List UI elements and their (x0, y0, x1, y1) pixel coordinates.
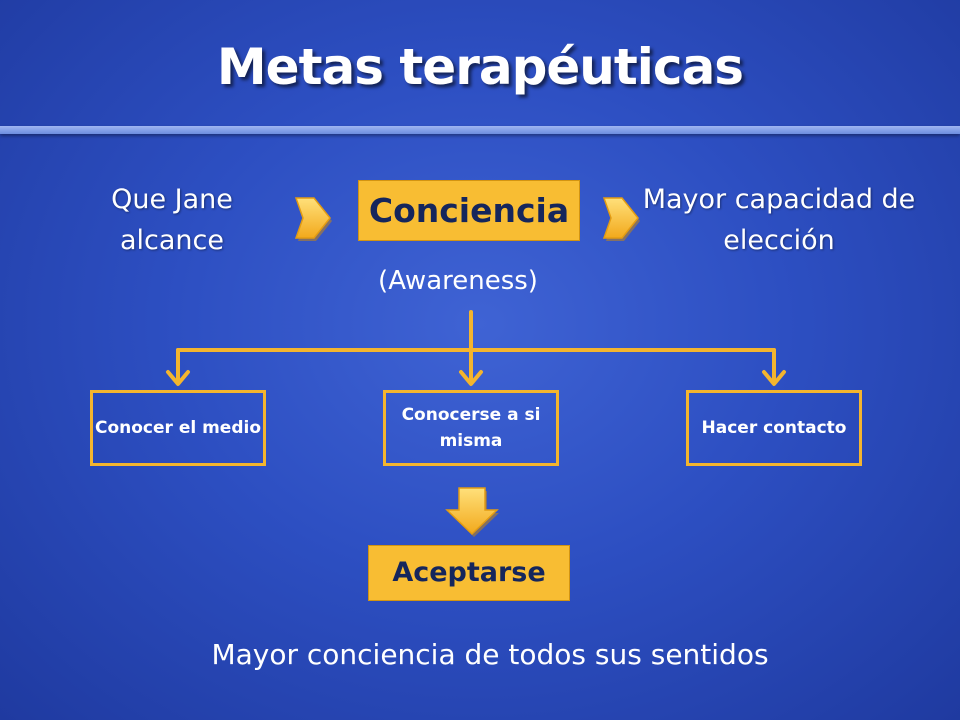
branch-box-conocer-medio: Conocer el medio (90, 390, 266, 466)
branch-label: Conocer el medio (94, 418, 262, 438)
chevron-arrow-right-icon (294, 197, 332, 241)
branch-box-hacer-contacto: Hacer contacto (686, 390, 862, 466)
footer-text: Mayor conciencia de todos sus sentidos (211, 638, 769, 671)
conciencia-box: Conciencia (358, 180, 580, 241)
right-text: Mayor capacidad de elección (642, 184, 916, 256)
branch-label: Hacer contacto (701, 418, 847, 438)
awareness-label: (Awareness) (378, 266, 538, 296)
aceptarse-box: Aceptarse (368, 545, 570, 601)
chevron-arrow-right-icon (602, 197, 640, 241)
branch-box-conocerse: Conocerse a si misma (383, 390, 559, 466)
branch-label: Conocerse a si misma (401, 405, 541, 451)
title-underline (0, 126, 960, 134)
tree-connector (166, 310, 786, 386)
page-title: Metas terapéuticas (216, 38, 744, 96)
left-text: Que Jane alcance (111, 184, 233, 256)
arrow-down-icon (445, 487, 499, 537)
